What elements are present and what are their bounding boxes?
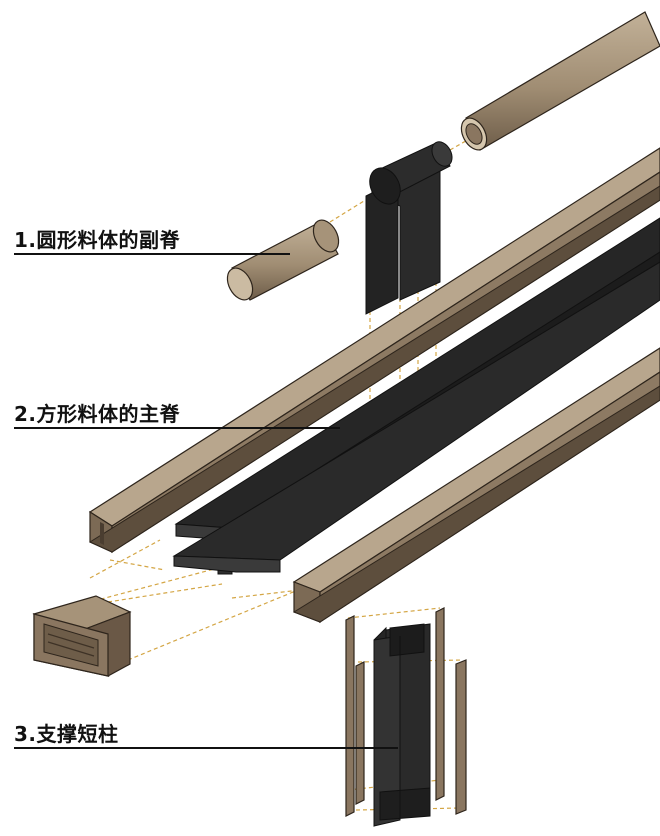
label-square-ridge: 2.方形料体的主脊 — [14, 402, 181, 426]
leader-lines — [14, 253, 398, 749]
channel-right — [292, 347, 660, 624]
channel-left — [88, 147, 660, 554]
label-support-post: 3.支撑短柱 — [14, 722, 119, 746]
black-clip-connector — [365, 141, 453, 315]
support-post — [345, 607, 467, 827]
round-tube-right — [460, 11, 660, 151]
box-end-cap — [32, 595, 132, 677]
round-rod-left — [226, 219, 340, 301]
label-round-ridge: 1.圆形料体的副脊 — [14, 228, 181, 252]
black-main-ridge — [172, 217, 660, 575]
